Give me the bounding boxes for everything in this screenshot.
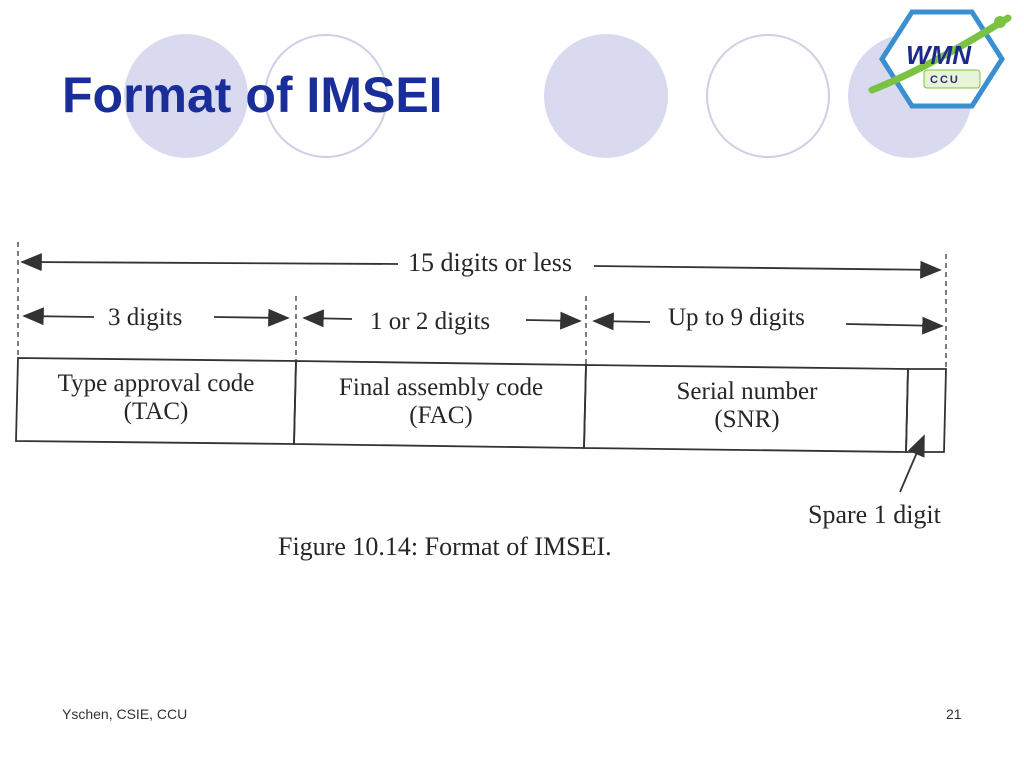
fac-span-label: 1 or 2 digits [370, 308, 491, 336]
tac-name: Type approval code (TAC) [18, 370, 294, 426]
snr-name: Serial number (SNR) [588, 378, 906, 434]
boundary-guides [17, 242, 947, 368]
tac-span-label: 3 digits [108, 304, 183, 332]
total-span-label: 15 digits or less [404, 248, 576, 278]
snr-arrow-left [592, 312, 651, 331]
snr-name-line1: Serial number [676, 378, 818, 405]
spare-label: Spare 1 digit [808, 500, 941, 530]
decor-circle-4 [706, 34, 830, 158]
total-span-arrow [20, 253, 942, 279]
footer-author: Yschen, CSIE, CCU [62, 706, 188, 722]
fac-arrow-left [302, 309, 353, 328]
total-arrow-left [20, 253, 399, 272]
snr-arrow-right [845, 316, 944, 335]
spare-pointer-arrow [899, 434, 925, 493]
total-arrow-right [593, 260, 942, 279]
field-boxes [15, 357, 947, 453]
wmn-logo: WMN CCU [868, 8, 1016, 110]
fac-name-line1: Final assembly code [338, 374, 544, 401]
fac-name: Final assembly code (FAC) [298, 374, 584, 430]
snr-name-line2: (SNR) [714, 406, 780, 433]
page-number: 21 [946, 706, 962, 722]
logo-subtext: CCU [930, 74, 960, 86]
decor-circle-3 [544, 34, 668, 158]
decor-circle-2 [264, 34, 388, 158]
tac-arrow-left [22, 307, 95, 326]
tac-name-line1: Type approval code [57, 370, 255, 397]
wmn-logo-icon [868, 9, 1012, 109]
snr-span-label: Up to 9 digits [668, 304, 805, 332]
tac-arrow-right [213, 308, 290, 327]
fac-name-line2: (FAC) [409, 402, 473, 429]
figure-caption: Figure 10.14: Format of IMSEI. [278, 532, 612, 561]
fac-arrow-right [525, 311, 582, 330]
segment-span-arrows [22, 307, 944, 335]
tac-name-line2: (TAC) [123, 398, 189, 425]
decor-circle-1 [124, 34, 248, 158]
page-title: Format of IMSEI [62, 67, 443, 123]
logo-text: WMN [906, 40, 971, 70]
box-spare [905, 368, 947, 453]
